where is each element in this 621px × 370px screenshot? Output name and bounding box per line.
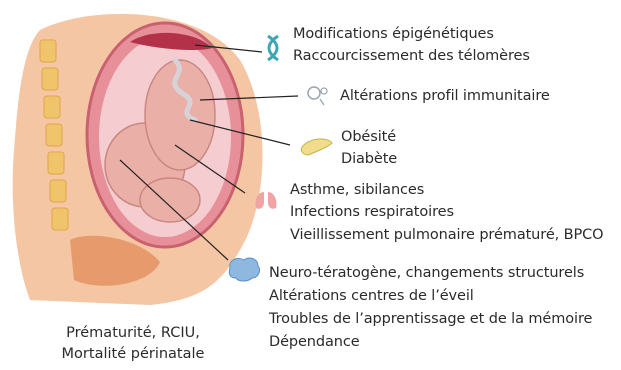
metabolic-line-2: Diabète — [341, 149, 397, 169]
brain-icon — [229, 258, 259, 281]
metabolic-line-1: Obésité — [341, 127, 396, 147]
immune-label: Altérations profil immunitaire — [340, 86, 550, 106]
neuro-line-3: Troubles de l’apprentissage et de la mém… — [269, 309, 592, 329]
epigenetics-line-2: Raccourcissement des télomères — [293, 46, 530, 66]
neuro-line-1: Neuro-tératogène, changements structurel… — [269, 263, 584, 283]
neuro-line-4: Dépendance — [269, 332, 360, 352]
dna-icon — [268, 36, 278, 60]
caption-line-1: Prématurité, RCIU, — [48, 323, 218, 344]
respiratory-line-2: Infections respiratoires — [290, 202, 454, 222]
pancreas-icon — [301, 139, 332, 155]
respiratory-line-1: Asthme, sibilances — [290, 180, 424, 200]
neuro-line-2: Altérations centres de l’éveil — [269, 286, 474, 306]
caption-line-2: Mortalité périnatale — [48, 344, 218, 365]
respiratory-line-3: Vieillissement pulmonaire prématuré, BPC… — [290, 225, 603, 245]
epigenetics-line-1: Modifications épigénétiques — [293, 24, 494, 44]
immune-cell-icon — [308, 87, 327, 105]
caption: Prématurité, RCIU, Mortalité périnatale — [48, 323, 218, 365]
